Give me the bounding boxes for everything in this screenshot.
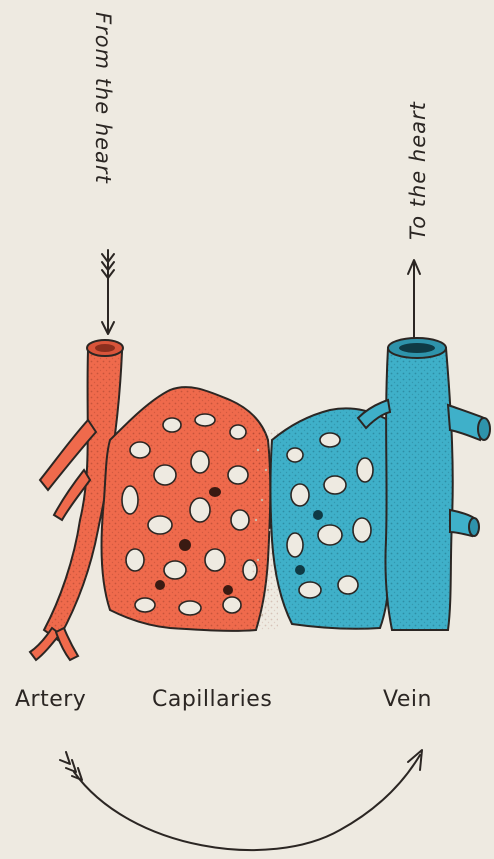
from-heart-arrow bbox=[102, 250, 114, 334]
artery-label: Artery bbox=[15, 687, 86, 712]
to-heart-label: To the heart bbox=[406, 101, 430, 240]
from-heart-label: From the heart bbox=[91, 12, 115, 184]
capillaries-label: Capillaries bbox=[152, 687, 272, 712]
vein-label: Vein bbox=[383, 687, 432, 712]
circulation-flow-arrow bbox=[60, 750, 422, 850]
capillary-network-red bbox=[102, 387, 271, 631]
capillary-network-blue bbox=[271, 408, 391, 628]
to-heart-arrow bbox=[408, 260, 420, 340]
